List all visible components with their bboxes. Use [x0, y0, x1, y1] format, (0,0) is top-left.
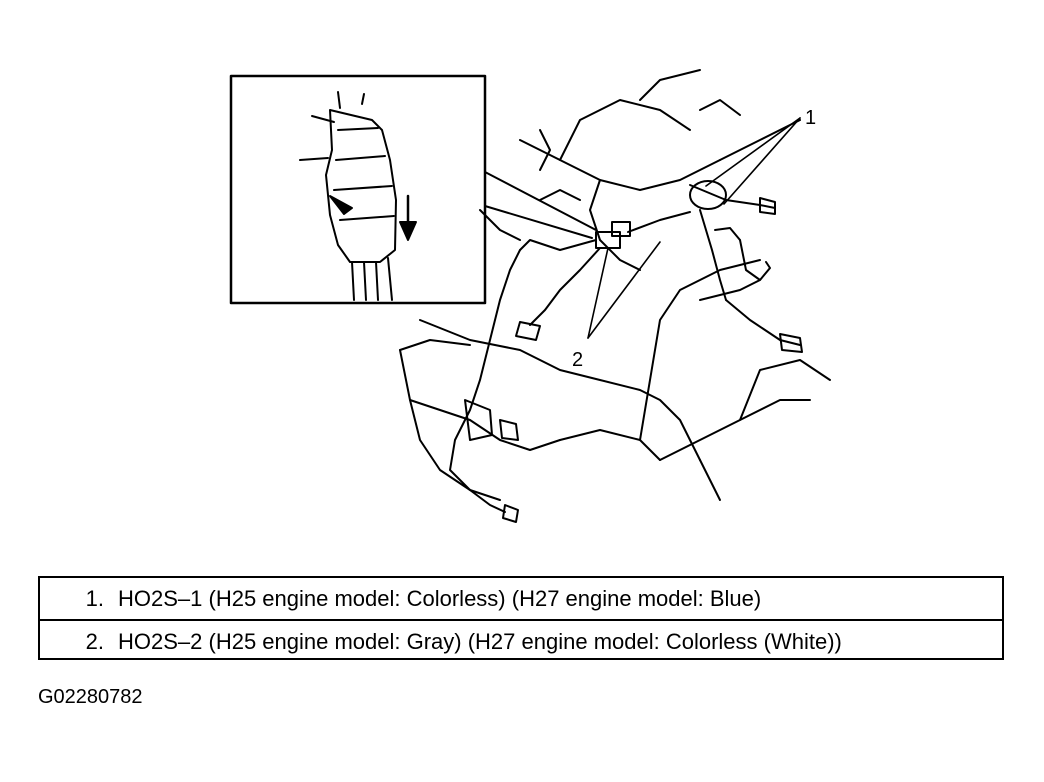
callout-1-label: 1: [805, 107, 816, 129]
figure-id: G02280782: [38, 686, 143, 708]
legend-item-text: HO2S–1 (H25 engine model: Colorless) (H2…: [118, 585, 762, 611]
legend-row: 2. HO2S–2 (H25 engine model: Gray) (H27 …: [40, 619, 1002, 662]
legend-row: 1. HO2S–1 (H25 engine model: Colorless) …: [40, 578, 1002, 619]
ho2s-2-sensor-assembly: [449, 211, 691, 523]
engine-outline: [399, 69, 831, 501]
legend-table: 1. HO2S–1 (H25 engine model: Colorless) …: [38, 576, 1004, 660]
legend-item-number: 2.: [85, 628, 104, 654]
ho2s-1-sensor-assembly: [689, 180, 803, 353]
legend-item-number: 1.: [85, 585, 104, 611]
legend-item-text: HO2S–2 (H25 engine model: Gray) (H27 eng…: [118, 628, 842, 654]
engine-sensor-diagram: 1 2: [229, 69, 831, 523]
callout-leaders: [587, 117, 801, 339]
callout-2-label: 2: [572, 349, 583, 371]
connector-detail-inset: [229, 74, 597, 305]
